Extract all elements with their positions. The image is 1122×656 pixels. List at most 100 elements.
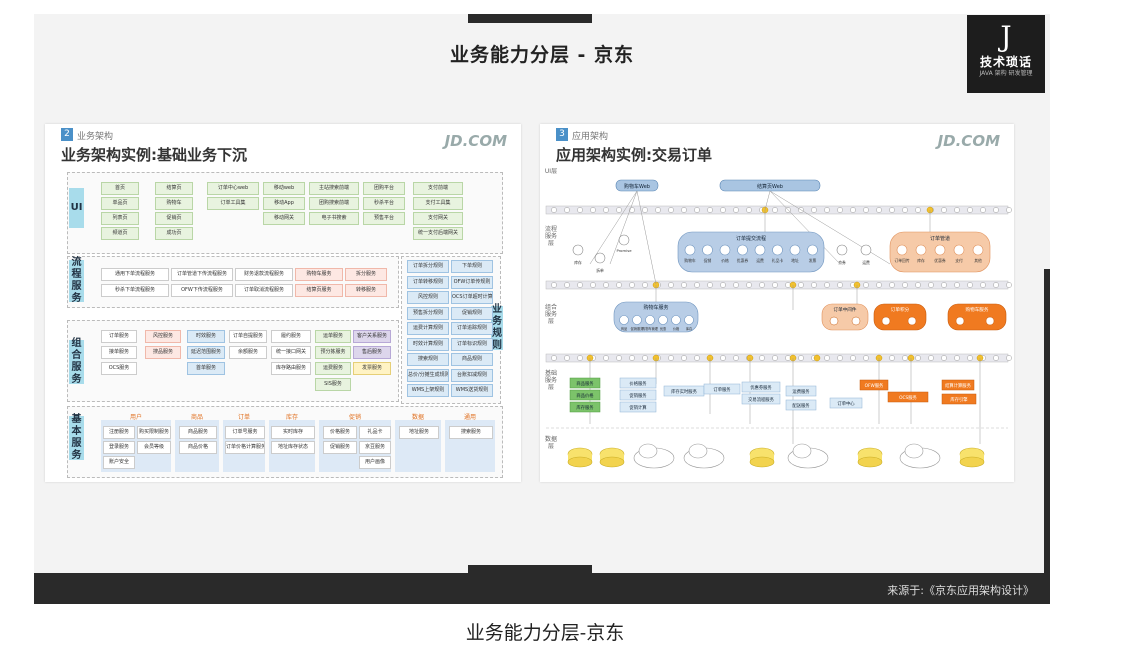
process-node [594,252,606,264]
ui-item: 团购平台 [363,182,405,195]
ui-item: 频道页 [101,227,139,240]
bus-node [629,282,635,288]
rule-item: 风控规则 [407,291,449,304]
composite-layer-label: 组合服务 [69,338,84,385]
process-node-label: 京券 [838,260,846,265]
group-label: 购物车服务 [966,306,989,313]
process-node [860,244,872,256]
bus-node [876,207,882,213]
base-item: 京豆服务 [359,441,391,454]
rule-item: 搜索规则 [407,353,449,366]
base-group-label: 数据 [411,414,424,421]
base-service [703,383,741,395]
bus-node [681,355,687,361]
composite-item: 搜品服务 [145,346,181,359]
bus-node [863,282,869,288]
process-item: 购物车服务 [295,268,343,281]
bus-node [642,207,648,213]
base-service [569,401,601,413]
bus-node [824,355,830,361]
bus-node [876,282,882,288]
composite-node [851,316,861,326]
composite-node-label: 库存 [686,326,693,331]
composite-item: 订单服务 [101,330,137,343]
process-item: OFW下传流程服务 [171,284,233,297]
brand-logo-sub: JAVA 架构 研发管理 [979,70,1033,77]
base-item: 订单价格计算服务 [225,441,265,454]
process-node-label: 拆单 [596,268,604,273]
app-layer-label: 组合服务层 [544,304,557,325]
composite-item: 预分拣服务 [315,346,351,359]
base-service [887,391,929,403]
ui-item: 团购搜索前端 [309,197,359,210]
ui-item: 单品页 [101,197,139,210]
bus-node [564,282,570,288]
cloud-storage-icon-puff [638,443,658,459]
group-label: 订单中间件 [834,306,857,313]
bus-node [824,207,830,213]
process-item: 订单管道下传流程服务 [171,268,233,281]
bus-node [746,207,752,213]
group-label: 订单提交流程 [736,235,766,242]
bus-node [993,282,999,288]
base-item: 促销服务 [323,441,357,454]
process-node-label: 运费 [862,260,870,265]
composite-node [632,315,642,325]
process-node [772,244,783,256]
process-node-label: 礼品卡 [772,258,784,263]
pipeline-node [972,244,984,256]
bus-node [694,355,700,361]
bus-node [993,355,999,361]
bus-node [720,355,726,361]
bus-node [915,282,921,288]
brand-logo-mark: J [1000,20,1012,53]
base-service-label: 订单中心 [837,400,855,407]
ui-item: 统一支付后端网关 [413,227,463,240]
base-service-label: 运费服务 [792,388,810,395]
database-icon-base [749,456,775,468]
composite-node [619,315,629,325]
bus-node [824,282,830,288]
bus-node [603,207,609,213]
bus-node [564,207,570,213]
ui-item: 首页 [101,182,139,195]
ui-item: 促销页 [155,212,193,225]
connector-line [609,190,638,265]
process-node [737,244,748,256]
connector-line [636,190,657,285]
bus-node [837,207,843,213]
base-service-label: 配送服务 [792,402,810,409]
bus-node [707,282,713,288]
process-node [572,244,584,256]
base-service-label: OFW服务 [865,382,884,389]
process-node [836,244,848,256]
bus-node [954,355,960,361]
bus-node [915,355,921,361]
bus-node [889,207,895,213]
bus-node [1006,207,1012,213]
base-service-label: 库存引擎 [950,396,968,403]
bus-node [668,282,674,288]
bus-node [798,355,804,361]
pipeline-node-label: 优惠券 [934,258,946,263]
process-node [618,234,630,246]
composite-node [684,315,694,325]
bus-node [993,207,999,213]
cloud-storage-icon-puff [688,443,708,459]
ui-item: 移动网关 [263,212,305,225]
bus-node [590,207,596,213]
panel-number-badge: 2 [61,128,73,141]
composite-node [985,316,995,326]
composite-item: 时效服务 [187,330,225,343]
ui-item: 电子书搜索 [309,212,359,225]
base-item: 登录服务 [103,441,135,454]
bus-connector [813,354,821,362]
composite-node [829,316,839,326]
base-item: 商品服务 [179,426,217,439]
process-node-label: 购物车 [684,258,696,263]
panel-number-badge: 3 [556,128,568,141]
process-layer [67,256,399,308]
ui-item: 购物车 [155,197,193,210]
bus-node [902,355,908,361]
